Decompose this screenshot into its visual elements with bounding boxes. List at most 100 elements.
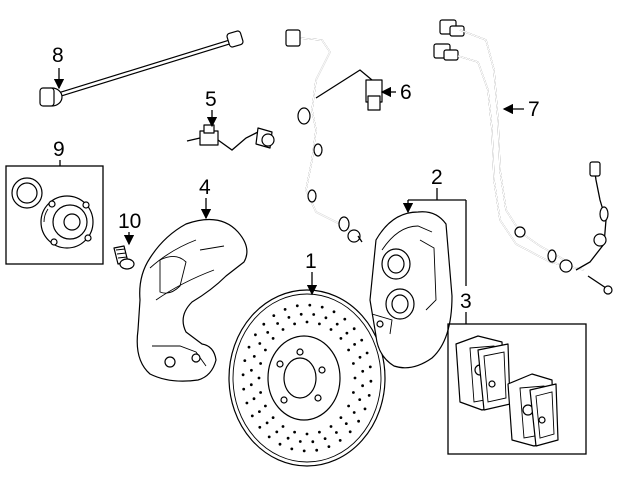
rotor-drill-hole: [327, 445, 331, 448]
part-5-speed-sensor: [186, 124, 275, 151]
part-4-dust-shield: [136, 218, 248, 382]
part-8-wear-sensor: [39, 30, 244, 107]
rotor-drill-hole: [360, 338, 364, 342]
rotor-drill-hole: [258, 342, 262, 345]
rotor-drill-hole: [347, 404, 350, 408]
rotor-drill-hole: [250, 368, 253, 372]
rotor-drill-hole: [258, 425, 262, 429]
rotor-drill-hole: [298, 440, 302, 443]
rotor-drill-hole: [339, 337, 343, 340]
callout-labels: 8 9 10 5 4 1 6 7 2 3: [52, 44, 540, 313]
rotor-drill-hole: [249, 383, 253, 387]
rotor-drill-hole: [361, 369, 365, 373]
rotor-drill-hole: [252, 397, 256, 401]
rotor-drill-hole: [369, 379, 373, 383]
rotor-drill-hole: [295, 304, 299, 308]
rotor-drill-hole: [332, 310, 336, 314]
rotor-drill-hole: [335, 431, 338, 434]
callout-6: 6: [400, 81, 412, 104]
rotor-drill-hole: [343, 317, 347, 321]
rotor-drill-hole: [293, 322, 296, 326]
rotor-drill-hole: [361, 384, 364, 388]
rotor-drill-hole: [271, 416, 275, 419]
rotor-drill-hole: [267, 435, 271, 439]
callout-9: 9: [53, 138, 65, 161]
part-9-box: [5, 165, 104, 265]
rotor-drill-hole: [312, 313, 316, 316]
rotor-drill-hole: [272, 314, 276, 317]
rotor-drill-hole: [320, 305, 324, 309]
rotor-drill-hole: [329, 328, 333, 331]
rotor-drill-hole: [259, 391, 262, 394]
rotor-drill-hole: [329, 425, 333, 428]
rotor-drill-hole: [281, 328, 285, 331]
callout-1: 1: [305, 250, 317, 273]
part-1-brake-rotor: [228, 289, 386, 467]
rotor-drill-hole: [315, 448, 319, 452]
callout-4: 4: [199, 176, 211, 199]
rotor-drill-hole: [259, 362, 262, 365]
rotor-drill-hole: [352, 327, 356, 331]
rotor-drill-hole: [368, 365, 372, 369]
rotor-drill-hole: [367, 394, 371, 397]
rotor-drill-hole: [281, 425, 285, 428]
part-2-caliper: [369, 211, 453, 369]
rotor-drill-hole: [262, 322, 266, 326]
callout-8: 8: [52, 44, 64, 67]
rotor-drill-hole: [245, 401, 249, 405]
rotor-drill-hole: [242, 387, 246, 391]
rotor-drill-hole: [345, 331, 349, 335]
rotor-drill-hole: [358, 398, 362, 401]
rotor-drill-hole: [352, 391, 355, 394]
rotor-drill-hole: [311, 440, 315, 444]
rotor-drill-hole: [252, 355, 256, 358]
rotor-drill-hole: [348, 430, 352, 434]
rotor-drill-hole: [335, 322, 339, 326]
part-3-box: [447, 323, 587, 455]
rotor-drill-hole: [338, 439, 342, 442]
rotor-drill-hole: [286, 436, 290, 440]
rotor-drill-hole: [264, 404, 267, 408]
rotor-drill-hole: [266, 331, 270, 334]
rotor-drill-hole: [363, 407, 367, 411]
rotor-drill-hole: [299, 312, 303, 316]
leader-lines: [53, 68, 524, 324]
rotor-drill-hole: [283, 308, 287, 311]
rotor-drill-hole: [357, 419, 360, 423]
rotor-drill-hole: [365, 351, 369, 355]
rotor-drill-hole: [302, 449, 306, 453]
part-3-brake-pads: [447, 323, 587, 455]
rotor-drill-hole: [352, 411, 356, 414]
rotor-drill-hole: [241, 373, 245, 377]
rotor-drill-hole: [347, 348, 350, 352]
rotor-drill-hole: [257, 376, 261, 380]
rotor-drill-hole: [324, 316, 328, 320]
rotor-drill-hole: [339, 416, 343, 419]
rotor-drill-hole: [358, 355, 362, 359]
rotor-drill-hole: [308, 303, 312, 307]
rotor-drill-hole: [276, 322, 279, 325]
rotor-drill-hole: [290, 447, 294, 451]
rotor-drill-hole: [344, 422, 348, 425]
callout-10: 10: [118, 210, 141, 233]
rotor-drill-hole: [247, 345, 251, 349]
rotor-drill-hole: [258, 410, 261, 413]
rotor-drill-hole: [271, 337, 275, 340]
rotor-drill-hole: [264, 348, 267, 352]
callout-7: 7: [528, 98, 540, 121]
rotor-drill-hole: [323, 437, 327, 440]
part-7-harness: [433, 19, 613, 295]
rotor-drill-hole: [353, 343, 356, 346]
rotor-drill-hole: [305, 432, 309, 436]
rotor-drill-hole: [250, 414, 254, 418]
part-9-hub-assembly: [5, 165, 104, 265]
rotor-drill-hole: [305, 320, 309, 324]
rotor-drill-hole: [265, 421, 269, 425]
rotor-drill-hole: [278, 442, 282, 446]
callout-3: 3: [460, 290, 472, 313]
rotor-drill-hole: [243, 359, 247, 362]
part-6-sensor-cable: [285, 29, 383, 243]
rotor-drill-hole: [318, 430, 321, 434]
